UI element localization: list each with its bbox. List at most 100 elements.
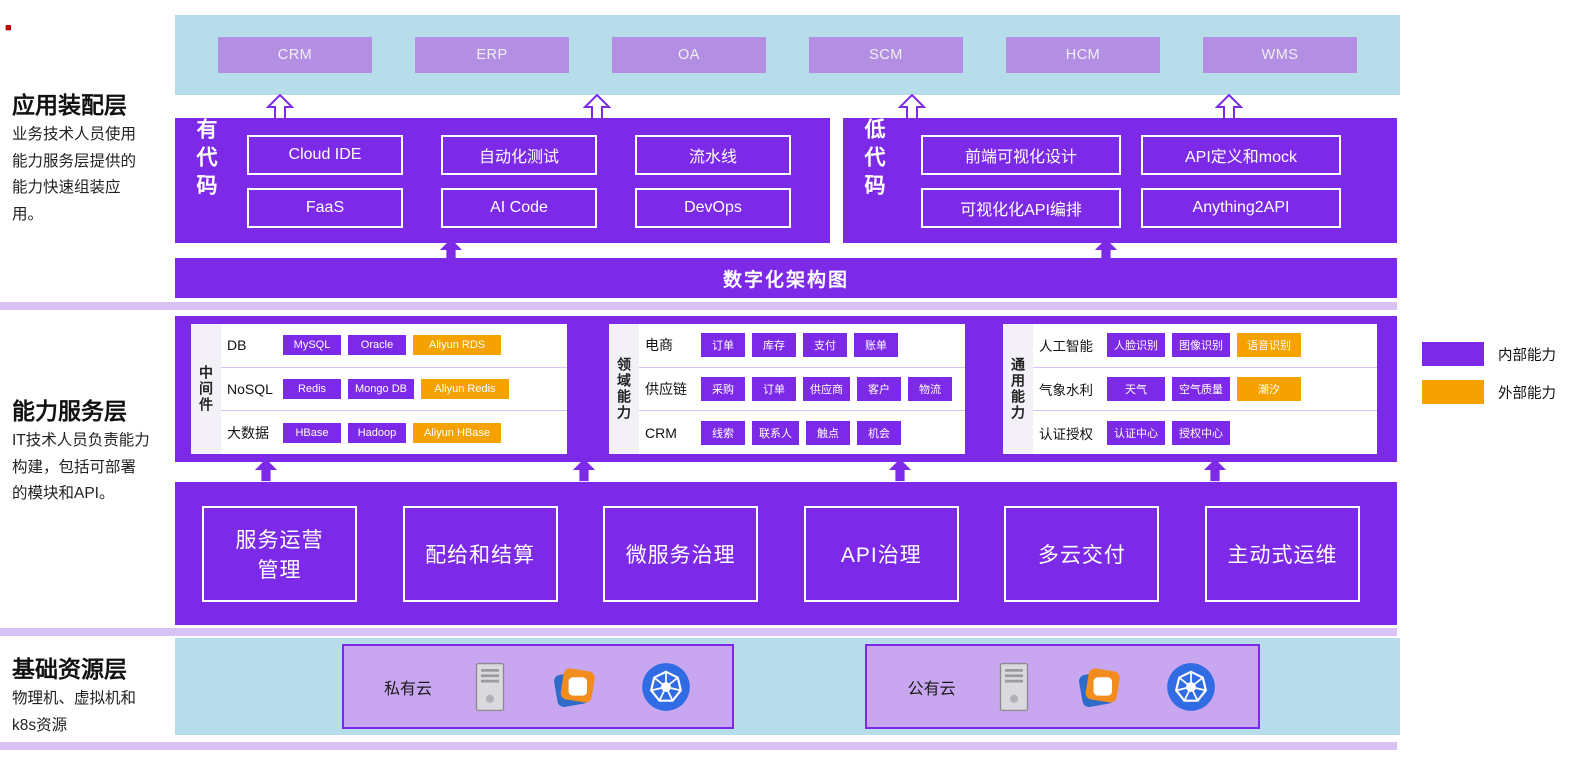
vmware-icon — [1073, 661, 1125, 713]
capability-chip: 图像识别 — [1172, 333, 1230, 358]
chip-group: 人脸识别 图像识别 语音识别 — [1107, 333, 1371, 358]
layer-divider — [0, 628, 1397, 636]
capability-chip: 空气质量 — [1172, 377, 1230, 401]
server-icon — [996, 661, 1032, 713]
app-wms: WMS — [1203, 37, 1357, 73]
capability-chip: Redis — [283, 379, 341, 399]
app-scm: SCM — [809, 37, 963, 73]
service-api-governance: API治理 — [803, 505, 959, 602]
app-erp: ERP — [415, 37, 569, 73]
capability-chip: 支付 — [803, 333, 847, 358]
layer-divider — [0, 742, 1397, 750]
chip-group: Redis Mongo DB Aliyun Redis — [283, 379, 561, 399]
tool-devops: DevOps — [635, 188, 791, 228]
capability-layer-container: 中间件 DB MySQL Oracle Aliyun RDS NoSQL Red… — [175, 316, 1397, 462]
general-panel-label: 通用能力 — [1003, 324, 1033, 454]
app-hcm: HCM — [1006, 37, 1160, 73]
applications-band: CRM ERP OA SCM HCM WMS — [175, 15, 1400, 95]
up-arrow-icon — [898, 94, 926, 120]
private-cloud-label: 私有云 — [383, 680, 432, 698]
capability-chip: 采购 — [701, 377, 745, 401]
chip-group: 线索 联系人 触点 机会 — [701, 420, 959, 445]
capability-chip: HBase — [283, 422, 341, 443]
chip-group: 天气 空气质量 潮汐 — [1107, 377, 1371, 401]
infra-layer-description: 物理机、虚拟机和k8s资源 — [12, 690, 137, 734]
chip-group: 订单 库存 支付 账单 — [701, 333, 959, 358]
capability-chip: 语音识别 — [1237, 333, 1301, 358]
capability-chip: 供应商 — [803, 377, 850, 401]
capability-row: NoSQL Redis Mongo DB Aliyun Redis — [221, 368, 567, 412]
middleware-panel-label: 中间件 — [191, 324, 221, 454]
pro-code-grid: Cloud IDE 自动化测试 流水线 FaaS AI Code DevOps — [247, 135, 791, 228]
vmware-icon — [548, 661, 600, 713]
service-microservice-governance: 微服务治理 — [603, 505, 759, 602]
corner-mark: ■ — [5, 22, 12, 34]
tool-visual-api-orchestrate: 可视化化API编排 — [921, 188, 1121, 228]
chip-group: HBase Hadoop Aliyun HBase — [283, 422, 561, 443]
capability-chip: 授权中心 — [1172, 420, 1230, 445]
app-oa: OA — [612, 37, 766, 73]
tool-faas: FaaS — [247, 188, 403, 228]
capability-chip: 触点 — [806, 420, 850, 445]
capability-chip: Aliyun RDS — [413, 335, 501, 356]
service-band: 服务运营管理 配给和结算 微服务治理 API治理 多云交付 主动式运维 — [175, 482, 1397, 625]
up-arrow-icon — [571, 458, 597, 482]
legend-internal: 内部能力 — [1422, 342, 1556, 366]
row-name: NoSQL — [227, 381, 273, 397]
capability-chip: 订单 — [701, 333, 745, 358]
general-rows: 人工智能 人脸识别 图像识别 语音识别 气象水利 天气 空气质量 潮汐 — [1033, 324, 1377, 454]
service-ops-management: 服务运营管理 — [202, 505, 357, 602]
domain-capability-panel: 领域能力 电商 订单 库存 支付 账单 供应链 采购 订单 — [609, 324, 965, 454]
row-name: 电商 — [645, 337, 673, 354]
capability-chip: Hadoop — [348, 422, 406, 443]
capability-row: 人工智能 人脸识别 图像识别 语音识别 — [1033, 324, 1377, 368]
public-cloud-label: 公有云 — [907, 680, 956, 698]
app-layer-description: 业务技术人员使用能力服务层提供的能力快速组装应用。 — [12, 126, 137, 223]
capability-chip: 物流 — [908, 377, 952, 401]
tool-ai-code: AI Code — [441, 188, 597, 228]
kubernetes-icon — [1165, 661, 1217, 713]
row-name: 气象水利 — [1039, 383, 1093, 398]
tool-anything2api: Anything2API — [1141, 188, 1341, 228]
tool-auto-test: 自动化测试 — [441, 135, 597, 175]
capability-chip: Aliyun Redis — [420, 379, 509, 399]
chip-group: 认证中心 授权中心 — [1107, 420, 1371, 445]
up-arrow-icon — [887, 458, 913, 482]
pro-code-box: 有代码 Cloud IDE 自动化测试 流水线 FaaS AI Code Dev… — [175, 118, 830, 243]
capability-chip: 客户 — [857, 377, 901, 401]
tool-cloud-ide: Cloud IDE — [247, 135, 403, 175]
chip-group: MySQL Oracle Aliyun RDS — [283, 335, 561, 356]
app-crm: CRM — [218, 37, 372, 73]
capability-chip: 线索 — [701, 420, 745, 445]
row-name: 供应链 — [645, 381, 687, 397]
capability-chip: 认证中心 — [1107, 420, 1165, 445]
capability-chip: 库存 — [752, 333, 796, 358]
pro-code-label: 有代码 — [194, 118, 217, 202]
up-arrow-icon — [583, 94, 611, 120]
up-arrow-icon — [1093, 238, 1119, 262]
legend-label-external: 外部能力 — [1498, 385, 1556, 402]
kubernetes-icon — [640, 661, 692, 713]
capability-row: 供应链 采购 订单 供应商 客户 物流 — [639, 368, 965, 412]
server-icon — [472, 661, 508, 713]
up-arrow-icon — [1202, 458, 1228, 482]
capability-row: 电商 订单 库存 支付 账单 — [639, 324, 965, 368]
capability-layer-title: 能力服务层 — [12, 398, 127, 424]
capability-chip: 潮汐 — [1237, 377, 1301, 401]
legend-external: 外部能力 — [1422, 380, 1556, 404]
capability-chip: MySQL — [283, 335, 341, 356]
row-name: CRM — [645, 424, 677, 441]
up-arrow-icon — [1215, 94, 1243, 120]
middleware-panel: 中间件 DB MySQL Oracle Aliyun RDS NoSQL Red… — [191, 324, 567, 454]
chip-group: 采购 订单 供应商 客户 物流 — [701, 377, 959, 401]
tool-api-define-mock: API定义和mock — [1141, 135, 1341, 175]
capability-chip: Aliyun HBase — [413, 422, 501, 443]
layer-divider — [0, 302, 1397, 310]
legend-swatch-external — [1422, 380, 1484, 404]
tool-frontend-visual-design: 前端可视化设计 — [921, 135, 1121, 175]
capability-row: 大数据 HBase Hadoop Aliyun HBase — [221, 411, 567, 454]
domain-rows: 电商 订单 库存 支付 账单 供应链 采购 订单 供应商 客户 — [639, 324, 965, 454]
service-provision-settlement: 配给和结算 — [402, 505, 558, 602]
capability-chip: 订单 — [752, 377, 796, 401]
